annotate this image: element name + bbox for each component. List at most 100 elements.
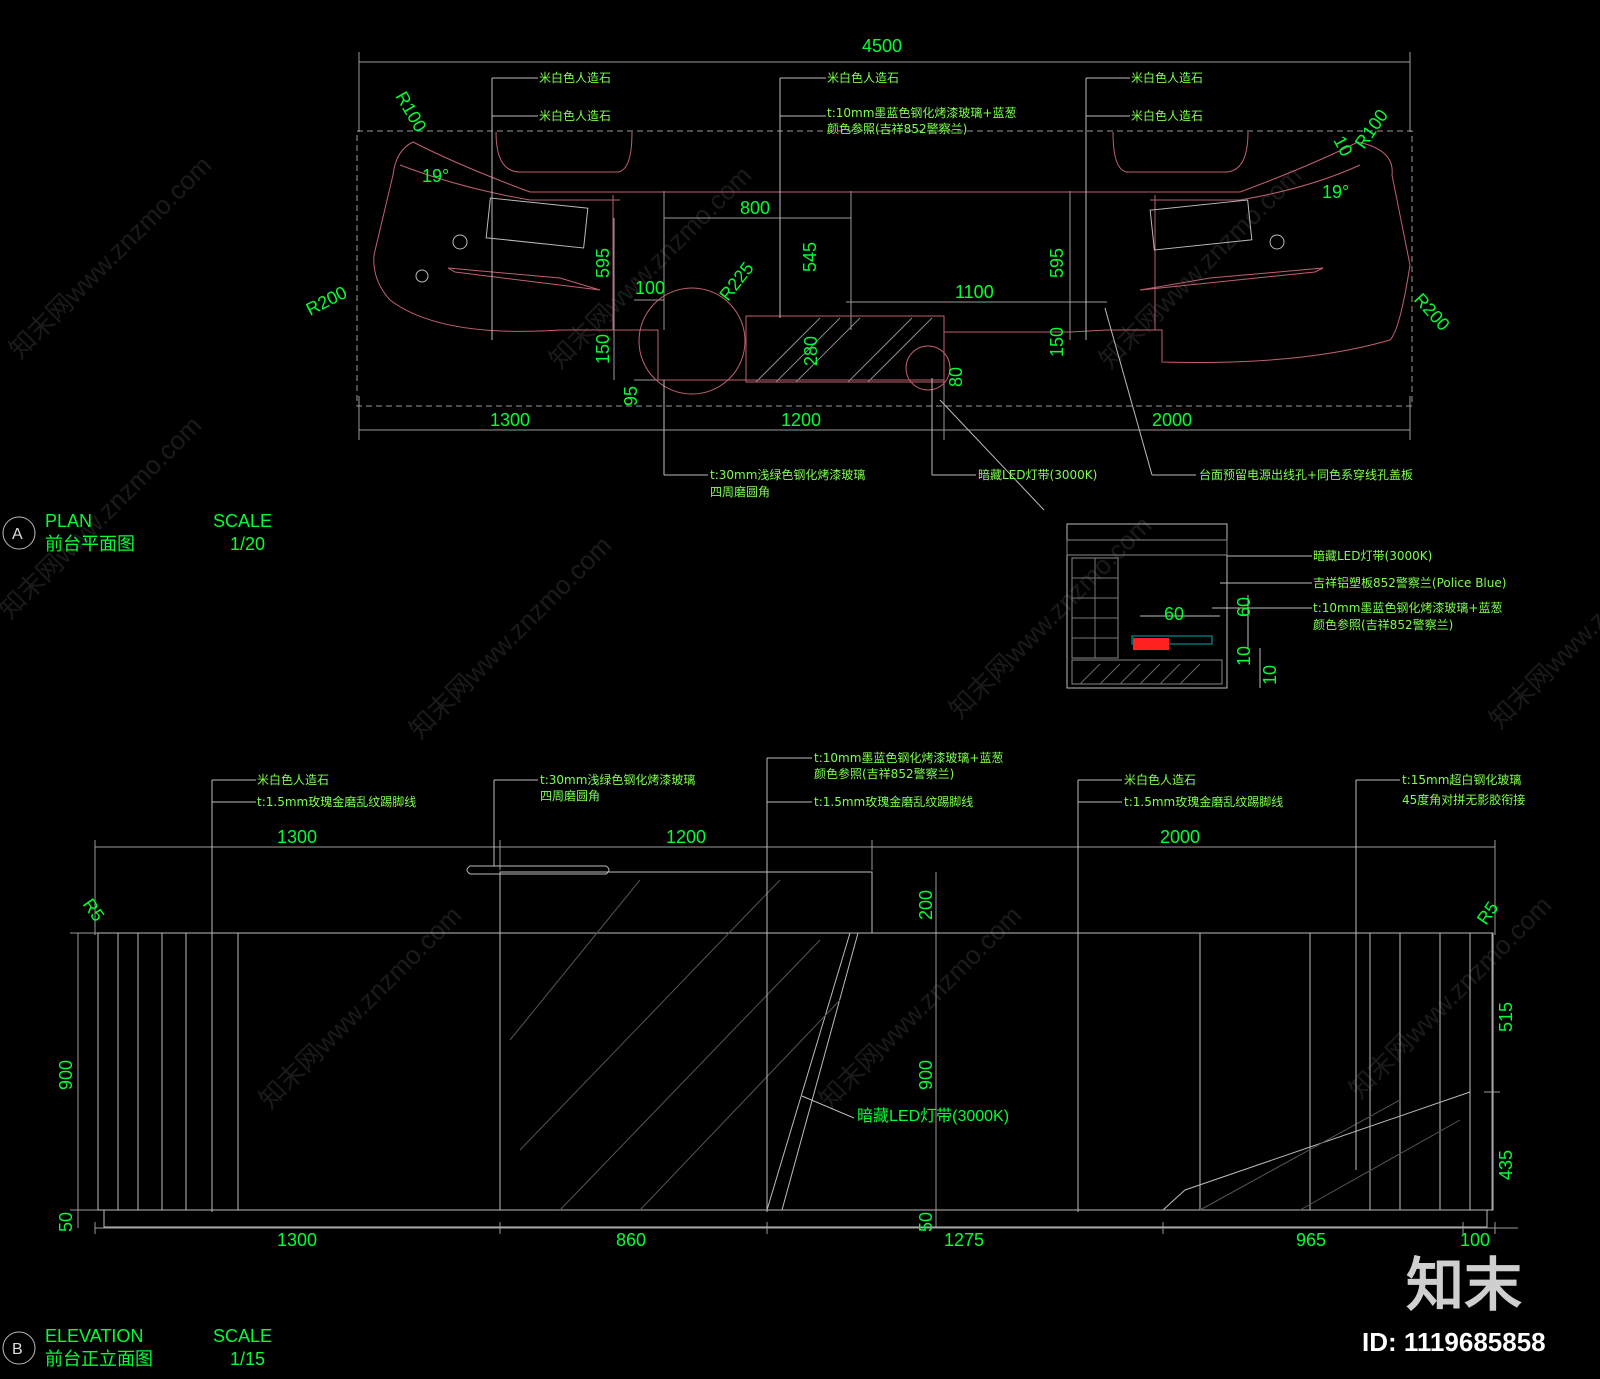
- elevation-height-50: 50: [916, 1212, 936, 1232]
- section-note: 颜色参照(吉祥852警察兰): [1313, 617, 1453, 632]
- plan-dim-100: 100: [635, 278, 665, 298]
- elevation-title-letter: B: [12, 1341, 23, 1358]
- watermark-text: 知末网www.znzmo.com: [1483, 520, 1600, 734]
- elevation-top-dim: 1300: [277, 827, 317, 847]
- plan-radius-right-top: R100: [1351, 106, 1392, 153]
- plan-bottom-dim: 1300: [490, 410, 530, 430]
- elevation-note: t:15mm超白钢化玻璃: [1402, 772, 1521, 787]
- watermark-text: 知末网www.znzmo.com: [253, 900, 467, 1114]
- plan-note: 颜色参照(吉祥852警察兰): [827, 121, 967, 136]
- plan-angle-left: 19°: [422, 166, 449, 186]
- elevation-height-515: 515: [1496, 1002, 1516, 1032]
- watermark-layer: 知末网www.znzmo.com 知末网www.znzmo.com 知末网www…: [0, 150, 1600, 1114]
- plan-dim-150: 150: [1047, 327, 1067, 357]
- plan-dim-10: 10: [1329, 132, 1356, 159]
- elevation-bottom-dim: 1300: [277, 1230, 317, 1250]
- section-detail: [1066, 523, 1312, 689]
- plan-dim-545: 545: [800, 242, 820, 272]
- elevation-note: t:1.5mm玫瑰金磨乱纹踢脚线: [257, 794, 416, 809]
- plan-title-block: A PLAN 前台平面图 SCALE 1/20: [2, 511, 272, 554]
- plan-note: t:10mm墨蓝色钢化烤漆玻璃+蓝葱: [827, 105, 1016, 120]
- elevation-note: t:1.5mm玫瑰金磨乱纹踢脚线: [1124, 794, 1283, 809]
- watermark-text: 知末网www.znzmo.com: [0, 410, 207, 624]
- plan-radius-225: R225: [715, 258, 757, 304]
- plan-note: 米白色人造石: [1131, 70, 1203, 85]
- section-dim-60: 60: [1164, 604, 1184, 624]
- watermark-text: 知末网www.znzmo.com: [1343, 890, 1557, 1104]
- elevation-title-marker: [2, 1331, 36, 1365]
- plan-title-cn: 前台平面图: [45, 534, 135, 554]
- elevation-top-dim: 2000: [1160, 827, 1200, 847]
- led-strip-block: [1133, 638, 1169, 650]
- plan-note: 米白色人造石: [539, 70, 611, 85]
- elevation-note: t:30mm浅绿色钢化烤漆玻璃: [540, 772, 695, 787]
- plan-note: 米白色人造石: [827, 70, 899, 85]
- section-labels: 60 60 10 10 暗藏LED灯带(3000K) 吉祥铝塑板852警察兰(P…: [1164, 548, 1506, 685]
- plan-dim-280: 280: [801, 336, 821, 366]
- elevation-note: 45度角对拼无影胶衔接: [1402, 792, 1525, 807]
- elevation-note: t:1.5mm玫瑰金磨乱纹踢脚线: [814, 794, 973, 809]
- plan-title-letter: A: [12, 526, 23, 543]
- elevation-radius-right: R5: [1473, 898, 1503, 928]
- elevation-scale-label: SCALE: [213, 1326, 272, 1346]
- plan-angle-right: 19°: [1322, 182, 1349, 202]
- plan-bottom-dim: 2000: [1152, 410, 1192, 430]
- elevation-bottom-dim: 1275: [944, 1230, 984, 1250]
- elevation-bottom-dim: 965: [1296, 1230, 1326, 1250]
- plan-note: 暗藏LED灯带(3000K): [978, 467, 1097, 482]
- image-id: ID: 1119685858: [1362, 1327, 1546, 1357]
- plan-note: 四周磨圆角: [710, 485, 770, 499]
- plan-overall-dim: 4500: [862, 36, 902, 56]
- plan-title-marker: [2, 516, 36, 550]
- elevation-led-label: 暗藏LED灯带(3000K): [857, 1107, 1009, 1125]
- section-note: t:10mm墨蓝色钢化烤漆玻璃+蓝葱: [1313, 600, 1502, 615]
- elevation-labels: 1300 1200 2000 1300 860 1275 965 100 900…: [56, 750, 1525, 1250]
- watermark-text: 知末网www.znzmo.com: [403, 530, 617, 744]
- watermark-text: 知末网www.znzmo.com: [3, 150, 217, 364]
- elevation-scale-value: 1/15: [230, 1349, 265, 1369]
- elevation-height-900: 900: [916, 1060, 936, 1090]
- elevation-bottom-dim: 860: [616, 1230, 646, 1250]
- plan-note: 台面预留电源出线孔+同色系穿线孔盖板: [1199, 467, 1413, 482]
- plan-radius-right-bottom: R200: [1410, 289, 1454, 334]
- elevation-height-900: 900: [56, 1060, 76, 1090]
- plan-dim-595: 595: [593, 248, 613, 278]
- plan-note: 米白色人造石: [1131, 108, 1203, 123]
- plan-note: t:30mm浅绿色钢化烤漆玻璃: [710, 467, 865, 482]
- plan-dim-150: 150: [593, 334, 613, 364]
- plan-dim-595: 595: [1047, 248, 1067, 278]
- plan-scale-label: SCALE: [213, 511, 272, 531]
- elevation-title-block: B ELEVATION 前台正立面图 SCALE 1/15: [2, 1326, 272, 1369]
- plan-dim-95: 95: [621, 386, 641, 406]
- elevation-note: 米白色人造石: [257, 772, 329, 787]
- section-note: 暗藏LED灯带(3000K): [1313, 548, 1432, 563]
- plan-radius-left-bottom: R200: [303, 282, 350, 319]
- elevation-radius-left: R5: [79, 895, 109, 925]
- section-dim-60-vertical: 60: [1234, 597, 1254, 617]
- section-dim-10: 10: [1260, 665, 1280, 685]
- plan-bottom-dim: 1200: [781, 410, 821, 430]
- plan-dim-1100: 1100: [955, 282, 994, 302]
- plan-note: 米白色人造石: [539, 108, 611, 123]
- elevation-top-dim: 1200: [666, 827, 706, 847]
- elevation-height-50: 50: [56, 1212, 76, 1232]
- elevation-title-cn: 前台正立面图: [45, 1349, 153, 1369]
- plan-title-en: PLAN: [45, 511, 92, 531]
- section-dim-10: 10: [1234, 646, 1254, 666]
- elevation-note: 颜色参照(吉祥852警察兰): [814, 766, 954, 781]
- elevation-note: 米白色人造石: [1124, 772, 1196, 787]
- elevation-bottom-dim: 100: [1460, 1230, 1490, 1250]
- elevation-height-200: 200: [916, 890, 936, 920]
- elevation-title-en: ELEVATION: [45, 1326, 143, 1346]
- elevation-height-435: 435: [1496, 1150, 1516, 1180]
- plan-dim-80: 80: [946, 367, 966, 387]
- brand-logo: 知末: [1406, 1251, 1522, 1319]
- elevation-note: 四周磨圆角: [540, 789, 600, 803]
- section-note: 吉祥铝塑板852警察兰(Police Blue): [1313, 575, 1506, 590]
- elevation-note: t:10mm墨蓝色钢化烤漆玻璃+蓝葱: [814, 750, 1003, 765]
- plan-scale-value: 1/20: [230, 534, 265, 554]
- elevation-view: [70, 757, 1518, 1234]
- plan-dim-800: 800: [740, 198, 770, 218]
- plan-view: [356, 52, 1413, 511]
